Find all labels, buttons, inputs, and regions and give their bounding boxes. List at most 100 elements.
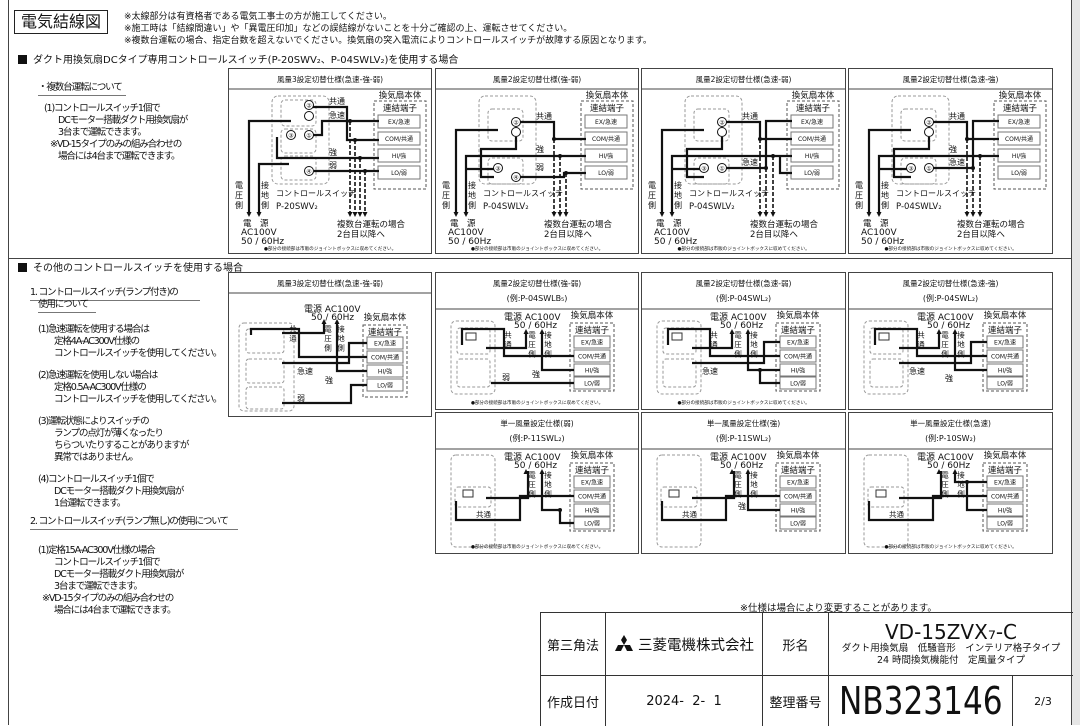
item-line: (4)コントロールスイッチ1個で (38, 474, 155, 485)
voltage-side-label: 電圧側 (442, 181, 451, 211)
arrow-head-icon (563, 212, 569, 217)
terminal (377, 165, 421, 180)
terminal-group-label: 連結端子 (1003, 103, 1038, 114)
arrow-head-icon (347, 212, 353, 217)
item-line: コントロールスイッチを使用してください。 (54, 394, 223, 405)
arrow-head-icon (557, 212, 563, 217)
model-description: 24 時間換気機能付 定風量タイプ (876, 655, 1026, 666)
junction-dot (965, 480, 969, 484)
power-source-label: 電源 AC100V (917, 452, 974, 463)
wire-label: 強 (329, 147, 337, 157)
switch-terminal-icon (304, 111, 314, 121)
wire-label: 弱 (297, 394, 305, 403)
note-2: ※施工時は「結線間違い」や「異電圧印加」などの誤結線がないことを十分ご確認の上、… (124, 24, 573, 34)
note-3: ※複数台運転の場合、指定台数を超えないでください。換気扇の突入電流によりコントロ… (124, 36, 652, 46)
frequency-label: 50 / 60Hz (241, 237, 284, 247)
wire (692, 471, 736, 500)
wire (892, 137, 931, 179)
terminal (779, 516, 817, 530)
terminal (997, 165, 1041, 180)
wire (746, 331, 780, 372)
diagram-example: (例:P-04SWL₂) (923, 293, 978, 303)
lamp-icon (668, 489, 680, 498)
drawing-number: NB323146 (829, 676, 1013, 726)
wire (692, 331, 734, 350)
terminal (377, 131, 421, 146)
terminal-group-label: 連結端子 (781, 465, 816, 476)
wire (953, 331, 987, 372)
switch-unit (280, 99, 317, 127)
terminal-block (362, 324, 408, 398)
ground-side-label: 接地側 (543, 470, 552, 500)
switch-terminal-icon (717, 127, 727, 137)
switch-unit (869, 358, 904, 388)
ground-side-label: 接地側 (749, 330, 758, 360)
wiring-diagram: 風量2設定切替仕様(急速-弱)(例:P-04SWL₂)換気扇本体連結端子EX/急… (642, 278, 845, 406)
wire-label: 共通 (536, 111, 552, 121)
switch-terminal-icon (304, 130, 314, 140)
terminal-group-label: 連結端子 (368, 327, 403, 338)
switch-terminal-icon (511, 172, 521, 182)
diagram-title: 単一風量設定仕様(弱) (500, 418, 573, 428)
company-name: 三菱電機株式会社 (638, 637, 754, 654)
wire (275, 137, 379, 160)
model-description: ダクト用換気扇 低騒音形 インテリア格子タイプ (841, 643, 1061, 654)
terminal-label: COM/共通 (991, 353, 1019, 361)
wire-label: 急速 (329, 110, 345, 120)
item-line: コントロールスイッチ1個で (54, 557, 161, 568)
wire-label: 弱 (329, 161, 337, 170)
mitsubishi-logo-icon (615, 635, 633, 651)
power-source-label: 電 源 (656, 219, 682, 229)
terminal-number: ② (306, 103, 312, 110)
terminal-block (580, 100, 634, 190)
title-block: 第三角法 三菱電機株式会社 形名 VD-15ZVX₇-C ダクト用換気扇 低騒音… (540, 612, 1073, 726)
wiring-diagram: 単一風量設定仕様(強)(例:P-11SWL₂)換気扇本体連結端子EX/急速COM… (642, 418, 845, 548)
terminal-group-label: 連結端子 (988, 465, 1023, 476)
terminal-label: EX/急速 (801, 118, 823, 126)
multi-unit-label: 2台目以降へ (957, 229, 1005, 240)
control-switch-label: コントロールスイッチ (483, 189, 563, 198)
wire (520, 171, 586, 179)
terminal-label: LO/弱 (790, 381, 806, 388)
junction-note: ●部分の接続部は市販のジョイントボックスに収めてください。 (677, 399, 809, 406)
wiring-diagram: 風量2設定切替仕様(急速-弱)換気扇本体連結端子EX/急速COM/共通HI/強L… (642, 74, 845, 252)
arrow-head-icon (770, 212, 776, 217)
frame-left (8, 0, 9, 725)
frequency-label: 50 / 60Hz (720, 321, 763, 331)
voltage-label: AC100V (654, 228, 690, 238)
arrow-head-icon (936, 469, 942, 474)
control-switch-label: コントロールスイッチ (896, 189, 976, 198)
arrow-head-icon (936, 329, 942, 334)
terminal-number: ④ (306, 169, 311, 176)
scrollbar[interactable] (1072, 0, 1080, 725)
wire (877, 154, 999, 215)
ground-side-label: 接地側 (956, 330, 965, 360)
switch-unit (662, 358, 697, 388)
switch-unit (487, 108, 524, 142)
terminal-number: ① (306, 133, 311, 140)
ground-side-label: 接地側 (881, 180, 890, 211)
drawing-number-text: NB323146 (838, 679, 1003, 723)
item-line: DCモーター搭載ダクト用換気扇が (54, 569, 184, 580)
terminal-label: COM/共通 (578, 353, 606, 361)
switch-terminal-icon (511, 127, 521, 137)
model-name: VD-15ZVX₇-C (884, 620, 1018, 644)
part1-heading: 使用について (38, 299, 96, 313)
wire-label: 強 (532, 369, 540, 379)
junction-note: ●部分の接続部は市販のジョイントボックスに収めてください。 (471, 245, 603, 252)
frequency-label: 50 / 60Hz (927, 461, 970, 471)
wire-label: 強 (738, 501, 746, 511)
switch-terminal-icon (924, 127, 934, 137)
terminal-label: EX/急速 (994, 479, 1016, 487)
unit-body-label: 換気扇本体 (571, 450, 614, 461)
wire (660, 494, 780, 522)
arrow-head-icon (246, 212, 252, 217)
multi-unit-label: 複数台運転の場合 (750, 219, 819, 230)
wiring-diagram: 風量2設定切替仕様(急速-強)換気扇本体連結端子EX/急速COM/共通HI/強L… (849, 74, 1052, 252)
wire-label: 強 (325, 375, 333, 385)
arrow-head-icon (551, 212, 557, 217)
switch-unit (487, 157, 524, 185)
control-switch-box (863, 454, 909, 548)
terminal (573, 503, 611, 517)
